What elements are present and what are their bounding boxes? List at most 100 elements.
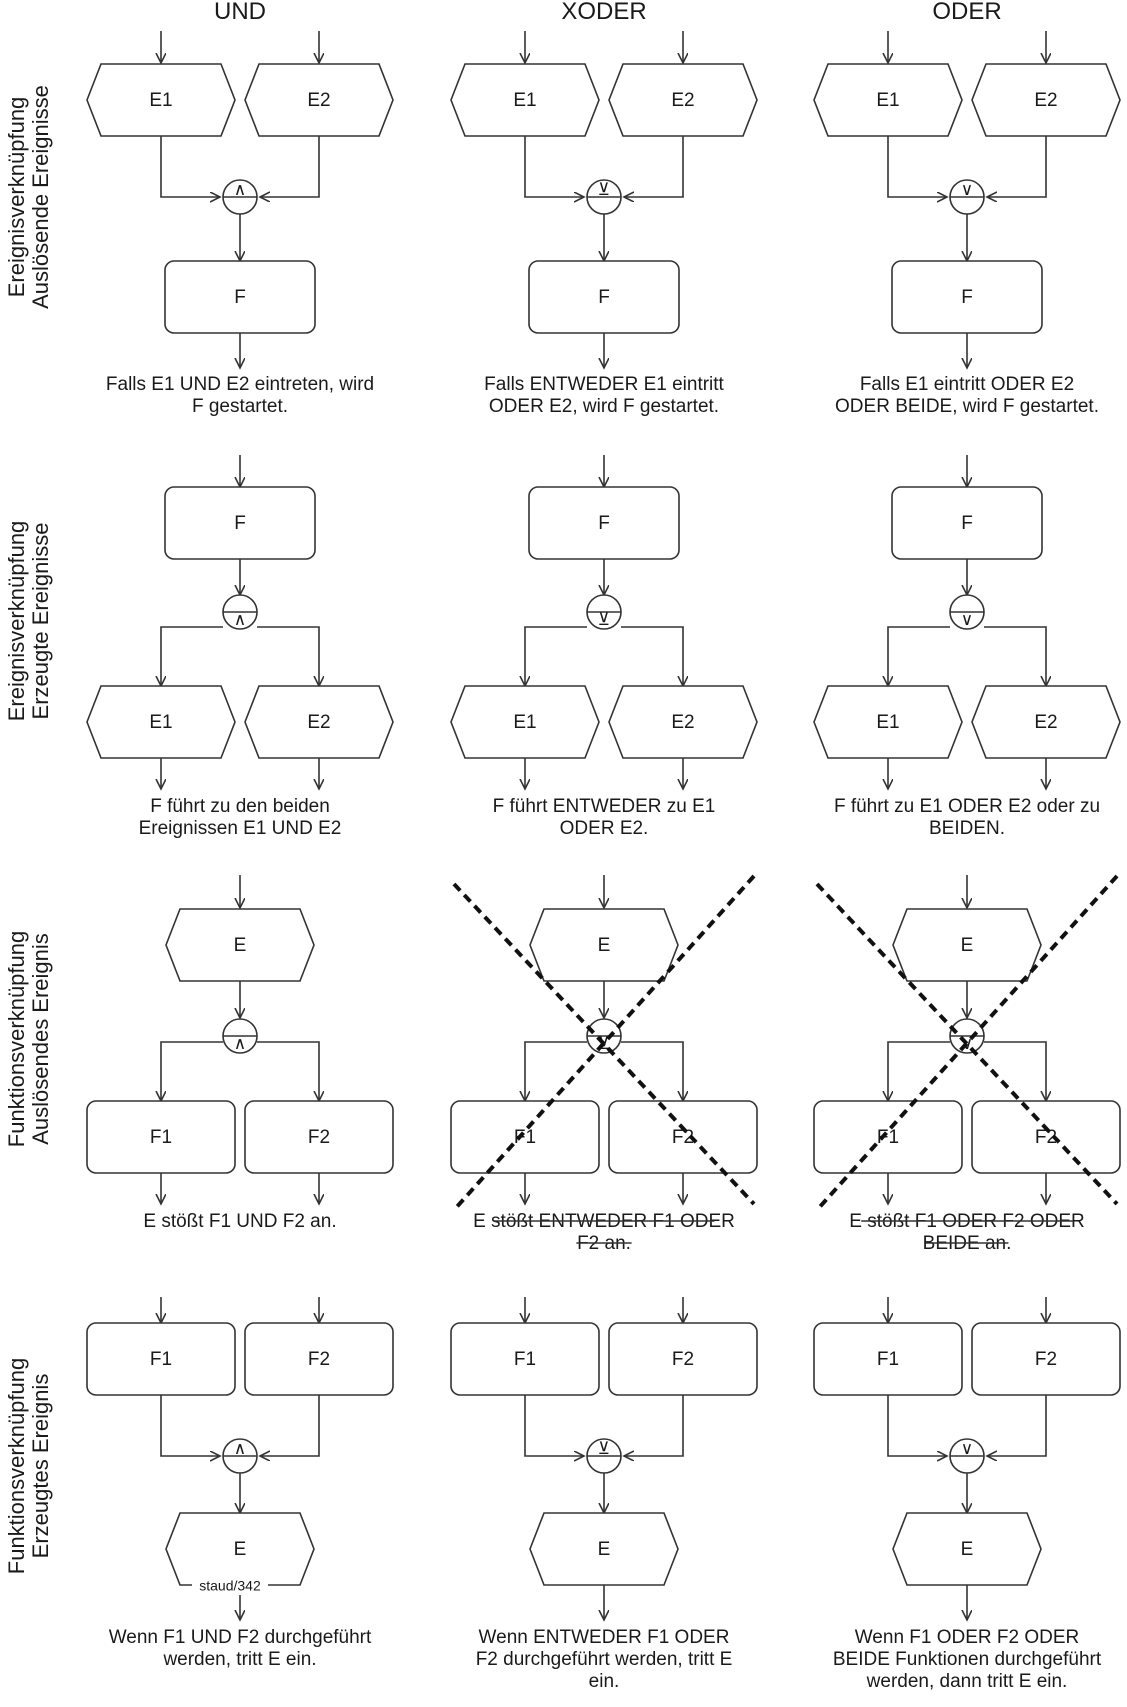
r2-oder-function-f: F (891, 486, 1043, 560)
r2-und-event-e1: E1 (86, 685, 236, 759)
r4-oder-function-f2-label: F2 (1035, 1349, 1057, 1370)
r4-und-function-f2-label: F2 (308, 1349, 330, 1370)
operator-symbol: ∨ (961, 180, 973, 200)
r4-und-function-f1: F1 (86, 1322, 236, 1396)
r4-und-function-f2: F2 (244, 1322, 394, 1396)
r1-xoder-event-e1: E1 (450, 63, 600, 137)
operator-symbol: ∧ (234, 180, 246, 200)
r3-und-function-f1-label: F1 (150, 1127, 172, 1148)
r4-und-event-e-label: E (234, 1539, 247, 1560)
row-title-4: Funktionsverknüpfung Erzeugtes Ereignis (4, 1358, 53, 1574)
r3-oder-function-f2: F2 (971, 1100, 1121, 1174)
r1-und-function-f: F (164, 260, 316, 334)
r3-und-connector: ∧ (222, 1018, 258, 1054)
r4-und-function-f1-label: F1 (150, 1349, 172, 1370)
r4-xoder-function-f2-label: F2 (672, 1349, 694, 1370)
r4-oder-connector: ∨ (949, 1438, 985, 1474)
r3-oder-event-e-label: E (961, 935, 974, 956)
svg-text:Ereignisverknüpfung: Ereignisverknüpfung (4, 521, 29, 722)
r4-xoder-function-f2: F2 (608, 1322, 758, 1396)
r3-xoder-cross-line-a (452, 882, 756, 1206)
r1-oder-function-f: F (891, 260, 1043, 334)
r4-xoder-event-e: E (529, 1512, 679, 1586)
row-title-3: Funktionsverknüpfung Auslösendes Ereigni… (4, 931, 53, 1147)
caption-line: Wenn ENTWEDER F1 ODER (479, 1627, 730, 1648)
r2-und-function-f: F (164, 486, 316, 560)
caption-line: Wenn F1 UND F2 durchgeführt (109, 1627, 372, 1648)
r4-xoder-event-e-label: E (598, 1539, 611, 1560)
r3-und-function-f2: F2 (244, 1100, 394, 1174)
r2-oder-event-e2: E2 (971, 685, 1121, 759)
r1-und-event-e2-label: E2 (307, 90, 330, 111)
r1-oder-connector: ∨ (949, 179, 985, 215)
operator-symbol: ⊻ (598, 180, 610, 200)
r2-xoder-event-e1-label: E1 (513, 712, 536, 733)
r3-oder-cross-line-a (815, 882, 1119, 1206)
caption-line: BEIDEN. (929, 818, 1005, 839)
r3-xoder-event-e: E (529, 908, 679, 982)
r3-und-caption: E stößt F1 UND F2 an. (143, 1211, 336, 1232)
r4-und-event-e: E (165, 1512, 315, 1586)
r1-xoder-function-f-label: F (598, 287, 610, 308)
caption-line: werden, tritt E ein. (162, 1649, 316, 1670)
r3-und-event-e: E (165, 908, 315, 982)
r4-oder-function-f1: F1 (813, 1322, 963, 1396)
r2-oder-connector: ∨ (949, 594, 985, 630)
r2-oder-event-e2-label: E2 (1034, 712, 1057, 733)
caption-line: Ereignissen E1 UND E2 (139, 818, 342, 839)
svg-text:Erzeugtes Ereignis: Erzeugtes Ereignis (28, 1374, 53, 1559)
r4-und-connector: ∧ (222, 1438, 258, 1474)
invalid-crosses (452, 874, 1119, 1212)
column-title-xoder: XODER (561, 0, 646, 25)
column-title-oder: ODER (932, 0, 1001, 25)
r2-xoder-event-e2: E2 (608, 685, 758, 759)
r3-oder-function-f2-label: F2 (1035, 1127, 1057, 1148)
watermark-background (192, 1579, 268, 1595)
r3-xoder-function-f2: F2 (608, 1100, 758, 1174)
r1-oder-function-f-label: F (961, 287, 973, 308)
r3-xoder-connector: ⊻ (586, 1018, 622, 1054)
row-title-2: Ereignisverknüpfung Erzeugte Ereignisse (4, 521, 53, 722)
caption-line: Falls E1 UND E2 eintreten, wird (106, 374, 374, 395)
r2-und-event-e2-label: E2 (307, 712, 330, 733)
r4-oder-function-f1-label: F1 (877, 1349, 899, 1370)
svg-text:Funktionsverknüpfung: Funktionsverknüpfung (4, 931, 29, 1147)
caption-line: Falls E1 eintritt ODER E2 (860, 374, 1074, 395)
caption-line: F führt ENTWEDER zu E1 (493, 796, 716, 817)
r3-und-event-e-label: E (234, 935, 247, 956)
operator-symbol: ∨ (961, 1439, 973, 1459)
r2-xoder-function-f-label: F (598, 513, 610, 534)
r1-und-function-f-label: F (234, 287, 246, 308)
r1-xoder-function-f: F (528, 260, 680, 334)
r2-und-event-e1-label: E1 (149, 712, 172, 733)
r3-xoder-function-f2-label: F2 (672, 1127, 694, 1148)
r3-oder-function-f1: F1 (813, 1100, 963, 1174)
r2-xoder-connector: ⊻ (586, 594, 622, 630)
r3-und-function-f1: F1 (86, 1100, 236, 1174)
svg-text:Funktionsverknüpfung: Funktionsverknüpfung (4, 1358, 29, 1574)
r3-xoder-event-e-label: E (598, 935, 611, 956)
r3-xoder-function-f1: F1 (450, 1100, 600, 1174)
r4-oder-event-e: E (892, 1512, 1042, 1586)
operator-symbol: ⊻ (598, 1439, 610, 1459)
watermark-text: staud/342 (199, 1578, 261, 1594)
r2-xoder-function-f: F (528, 486, 680, 560)
r2-und-function-f-label: F (234, 513, 246, 534)
caption-line: ein. (589, 1671, 620, 1692)
r2-oder-function-f-label: F (961, 513, 973, 534)
r3-oder-function-f1-label: F1 (877, 1127, 899, 1148)
r2-oder-event-e1: E1 (813, 685, 963, 759)
r1-und-event-e2: E2 (244, 63, 394, 137)
caption-line: F führt zu E1 ODER E2 oder zu (834, 796, 1100, 817)
caption-line: E stößt F1 UND F2 an. (143, 1211, 336, 1232)
